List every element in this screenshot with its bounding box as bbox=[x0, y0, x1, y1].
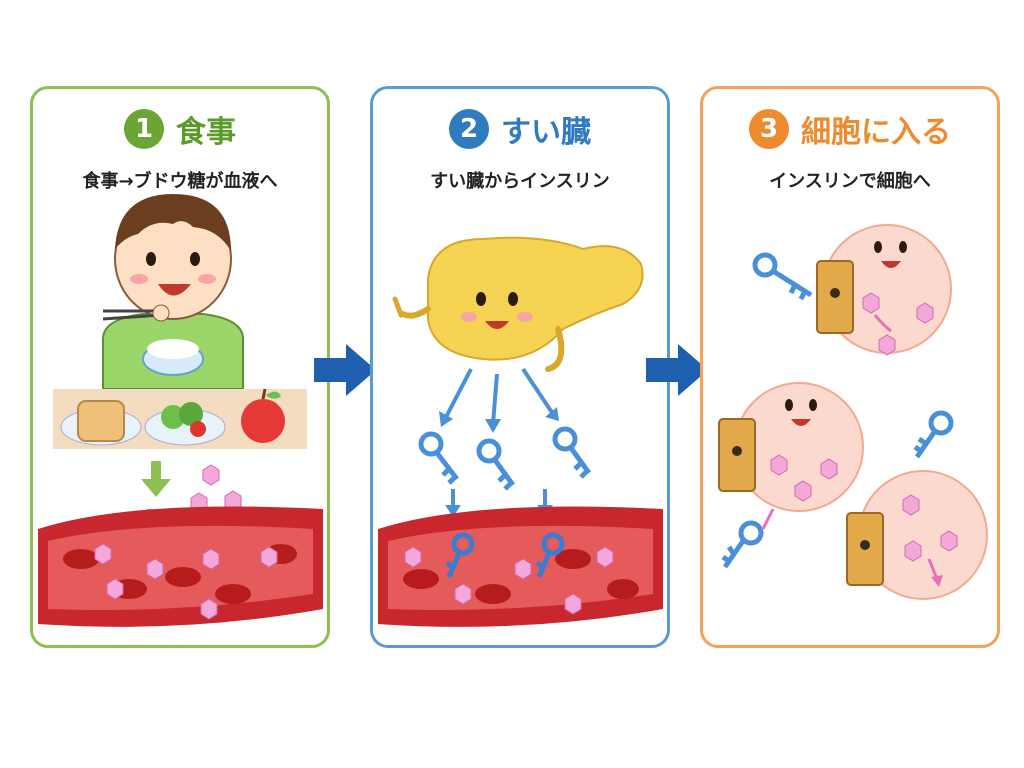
step-panel-pancreas: 2 すい臓 すい臓からインスリン bbox=[370, 86, 670, 648]
boy-eating-icon bbox=[103, 194, 243, 389]
insulin-key-icon bbox=[723, 523, 761, 567]
pancreas-mascot-icon bbox=[395, 238, 643, 369]
cell-door-icon bbox=[817, 261, 853, 333]
step-panel-cell: 3 細胞に入る インスリンで細胞へ bbox=[700, 86, 1000, 648]
meal-illustration bbox=[33, 89, 327, 645]
blood-vessel-icon bbox=[378, 507, 663, 627]
insulin-key-icon bbox=[421, 429, 589, 489]
cell-illustration bbox=[703, 89, 997, 645]
cell-door-icon bbox=[719, 419, 755, 491]
cell-door-icon bbox=[847, 513, 883, 585]
step-panel-meal: 1 食事 食事→ブドウ糖が血液へ bbox=[30, 86, 330, 648]
insulin-key-icon bbox=[915, 413, 951, 457]
blood-vessel-icon bbox=[38, 507, 323, 627]
insulin-key-icon bbox=[755, 255, 811, 299]
pancreas-illustration bbox=[373, 89, 667, 645]
